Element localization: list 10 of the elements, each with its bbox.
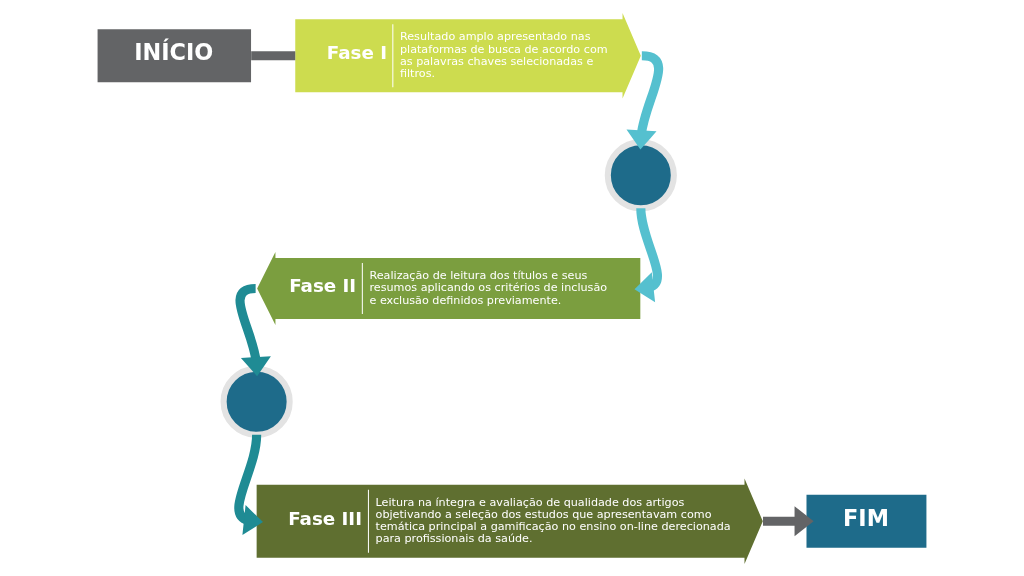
arrow xyxy=(634,207,662,302)
arrow xyxy=(626,50,664,149)
connector xyxy=(251,50,296,60)
arrow xyxy=(234,434,263,535)
node-circle xyxy=(220,365,293,438)
node-box: INÍCIO xyxy=(97,28,252,82)
node-box: FIM xyxy=(806,494,927,548)
arrow xyxy=(235,283,271,376)
node-circle xyxy=(604,138,677,211)
arrow xyxy=(763,505,814,536)
